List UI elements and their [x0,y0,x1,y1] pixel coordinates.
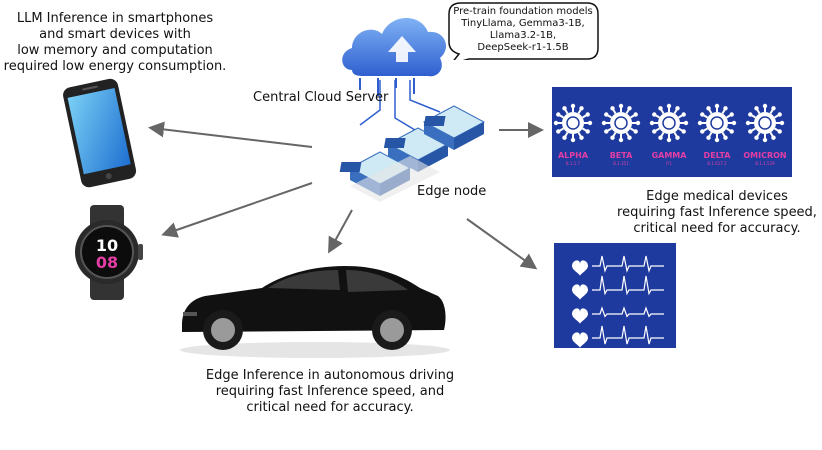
cloud-server-icon [342,17,447,96]
heart-icon [572,260,588,276]
bubble-line: TinyLlama, Gemma3-1B, [461,18,585,29]
cloud-connections [359,80,441,131]
car-caption: Edge Inference in autonomous driving req… [180,368,480,416]
models-bubble-text: Pre-train foundation models TinyLlama, G… [447,6,599,54]
virus-sublabel: B.1.617.2 [707,161,727,166]
bubble-line: Llama3.2-1B, [489,30,557,41]
caption-line: required low energy consumption. [3,59,227,74]
ecg-line [592,325,664,345]
heart-icon [572,308,588,324]
models-speech-bubble [448,2,599,60]
virus-sublabel: B.1.351 [613,161,629,166]
caption-line: critical need for accuracy. [246,400,414,415]
ecg-line [592,255,664,273]
virus-icon [601,103,641,143]
caption-line: requiring fast Inference speed, and [215,384,445,399]
edge-node-box-3 [422,105,486,150]
edge-node-icon [339,105,486,202]
heart-icon [572,332,588,348]
virus-label: OMICRON [743,151,786,160]
arrows [148,121,544,270]
edge-node-label: Edge node [417,184,487,199]
caption-line: LLM Inference in smartphones [16,11,214,26]
virus-label: BETA [610,151,633,160]
virus-label: DELTA [704,151,732,160]
smartphone-icon [63,78,137,188]
virus-sublabel: B.1.1.7 [566,161,581,166]
virus-sublabel: P.1 [666,161,672,166]
virus-sublabel: B.1.1.529 [755,161,775,166]
virus-icon [649,103,689,143]
watch-hour: 10 [96,236,118,255]
smartwatch-icon: 10 08 [75,205,143,300]
virus-icon [553,103,593,143]
watch-minute: 08 [96,253,118,272]
caption-line: low memory and computation [17,43,213,58]
bubble-line: DeepSeek-r1-1.5B [477,42,569,53]
ecg-line [592,306,664,318]
caption-line: critical need for accuracy. [633,221,801,236]
cloud-server-label: Central Cloud Server [253,90,389,105]
arrow-to-smartphone [148,121,313,148]
car-icon [180,266,450,358]
caption-line: requiring fast Inference speed, [617,205,817,220]
caption-line: and smart devices with [39,27,191,42]
ecg-line [592,275,664,296]
arrow-to-watch [161,182,313,238]
medical-caption: Edge medical devices requiring fast Infe… [612,189,822,237]
bubble-line: Pre-train foundation models [453,6,593,17]
virus-icon [697,103,737,143]
virus-icon [745,103,785,143]
smartphone-caption: LLM Inference in smartphones and smart d… [0,11,230,75]
heart-monitor-panel [554,243,676,348]
caption-line: Edge Inference in autonomous driving [205,368,455,383]
arrow-to-heart-panel [466,218,538,270]
virus-label: GAMMA [652,151,688,160]
virus-label: ALPHA [558,151,589,160]
virus-variants-panel: ALPHAB.1.1.7BETAB.1.351GAMMAP.1DELTAB.1.… [552,87,792,177]
heart-icon [572,284,588,300]
arrow-to-car [328,209,353,254]
caption-line: Edge medical devices [646,189,788,204]
